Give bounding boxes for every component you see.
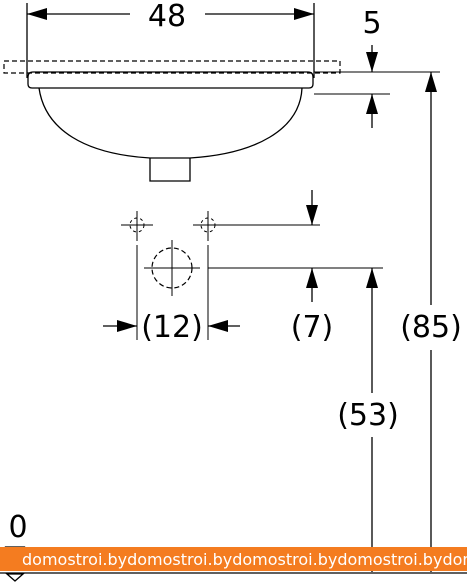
countertop-outline [3,60,341,74]
outlet-height-label: (53) [337,398,399,433]
watermark-bar: domostroi.by domostroi.by domostroi.by d… [0,547,467,571]
floor-level-label: 0 [8,510,27,545]
arrow-up [306,268,318,288]
rim-label: 5 [362,6,381,41]
arrow-down [306,205,318,225]
arrow-left [27,8,47,20]
watermark-text: domostroi.by [22,549,128,569]
tap-hole-left [121,211,153,241]
tap-spacing-label: (12) [141,310,203,345]
width-label: 48 [148,0,186,34]
total-height-dimension: (85) [400,72,462,572]
arrow-right [294,8,314,20]
rim-dimension: 5 [314,6,440,128]
arrow-right [117,320,137,332]
arrow-left [208,320,228,332]
watermark-text: domostroi.by [127,549,233,569]
arrow-up [366,94,378,114]
tap-hole-right [193,211,320,241]
arrow-up [366,268,378,288]
basin-outline [27,71,314,182]
outlet-height-dimension: (53) [337,268,399,572]
hole-offset-dimension: (7) [291,190,334,345]
arrow-up [425,72,437,92]
width-dimension: 48 [26,0,315,78]
drain-symbol [144,240,383,296]
watermark-text: domostroi.by [232,549,338,569]
watermark-text: domostroi.by [442,549,467,569]
total-height-label: (85) [400,310,462,345]
tap-spacing-dimension: (12) [103,245,240,345]
watermark-text: domostroi.by [337,549,443,569]
hole-offset-label: (7) [291,310,334,345]
level-triangle-bottom [5,573,25,582]
arrow-down [366,52,378,72]
